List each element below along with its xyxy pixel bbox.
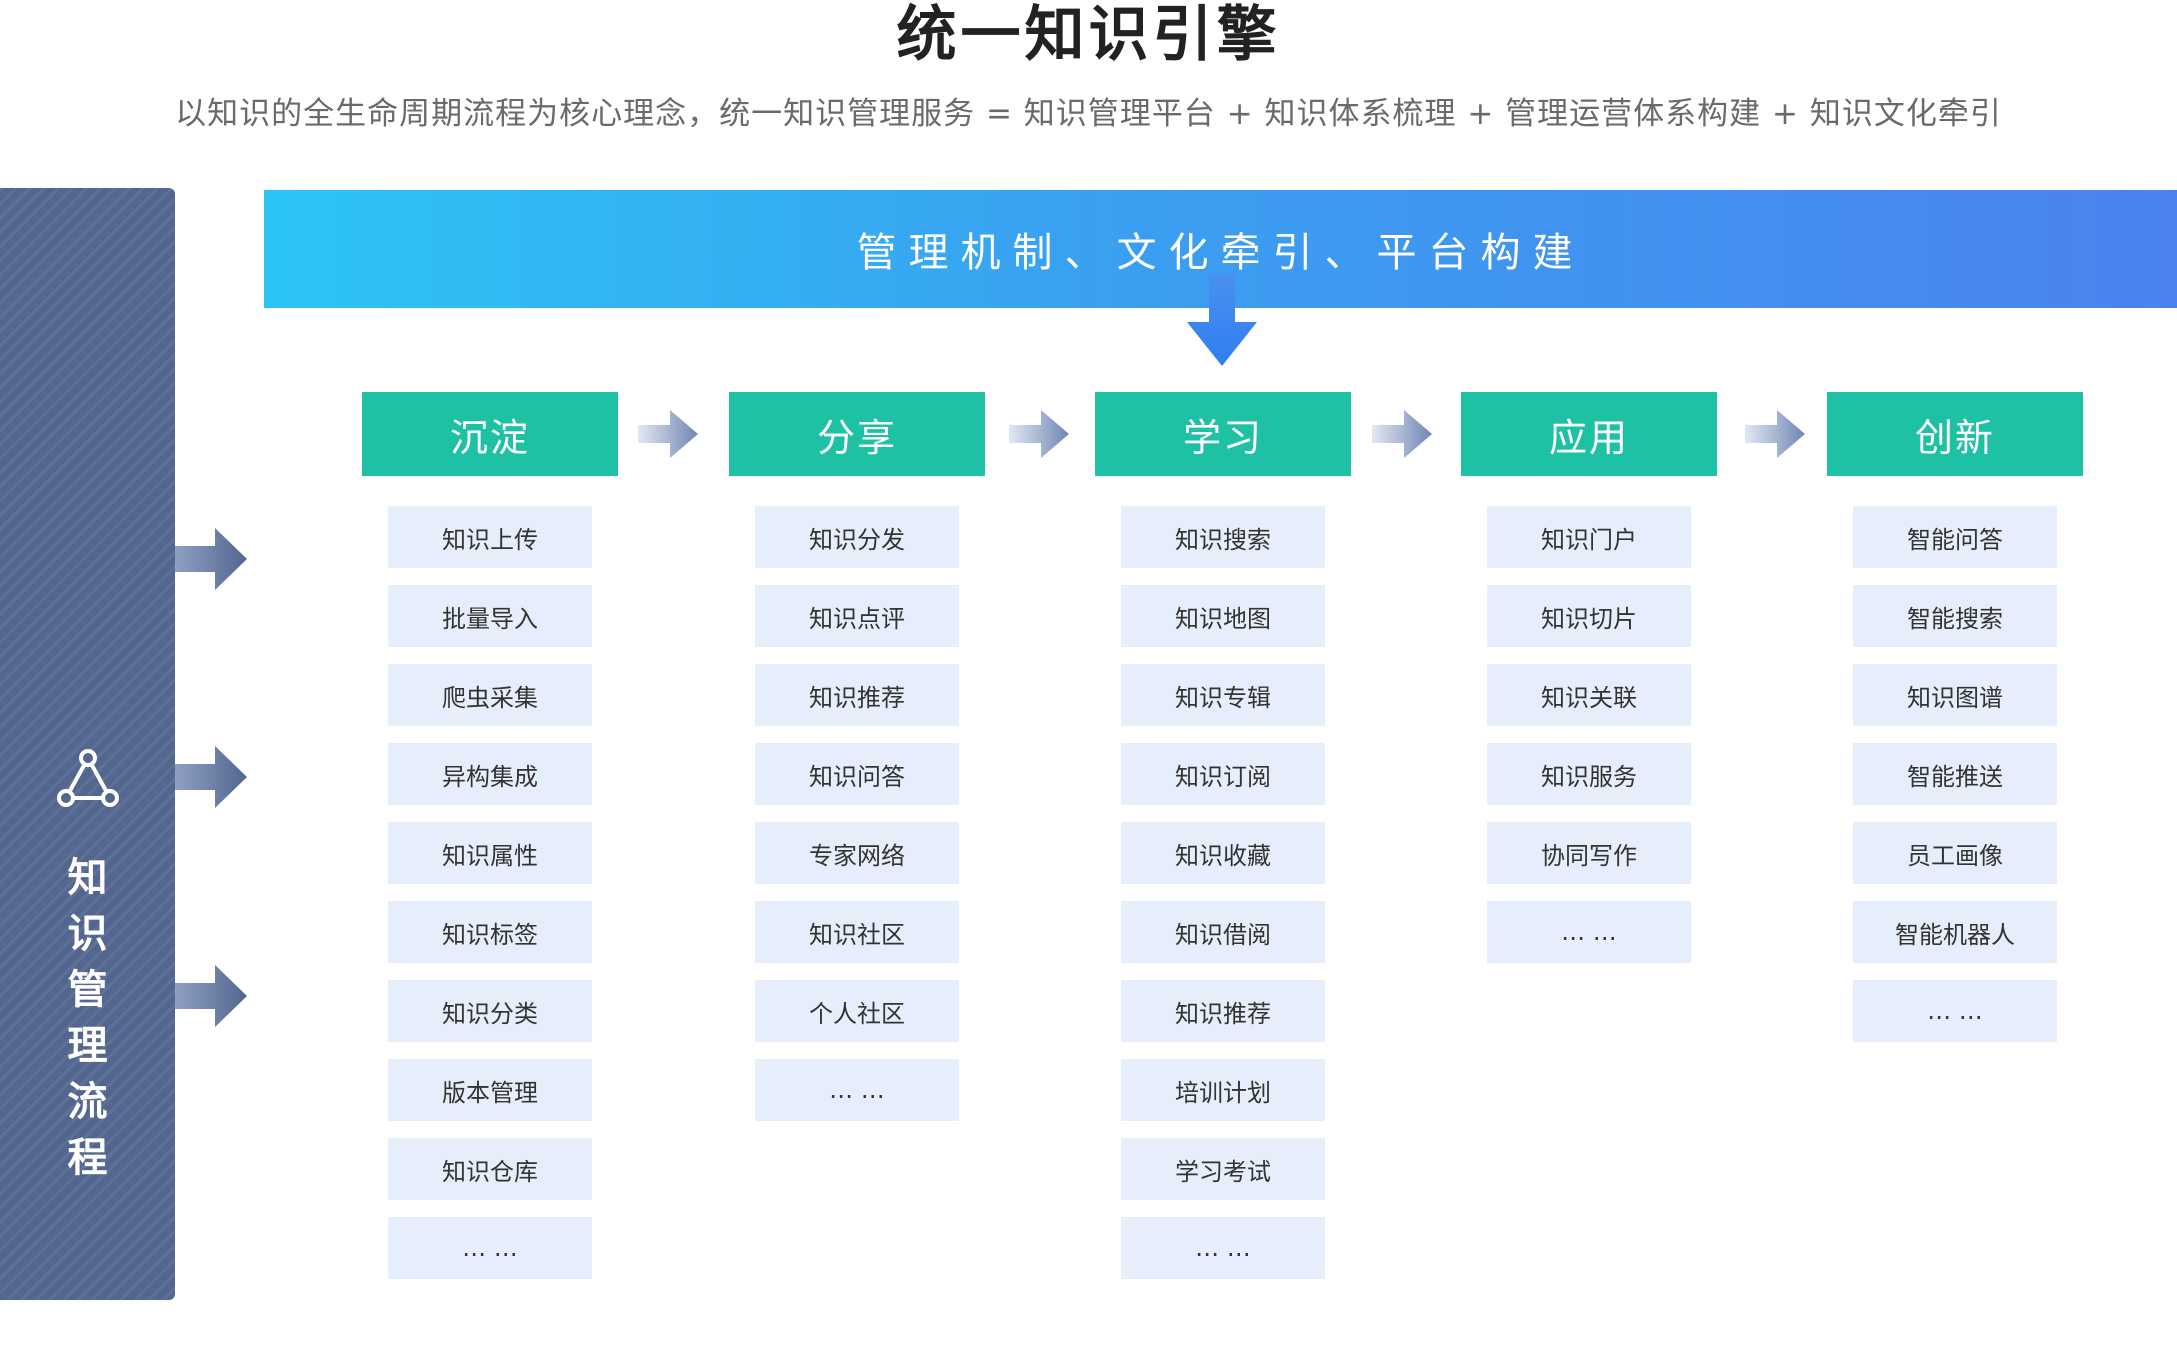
stage-item: 知识分发: [755, 506, 959, 568]
stage-item: 知识订阅: [1121, 743, 1325, 805]
stage-item: 培训计划: [1121, 1059, 1325, 1121]
stage-item: 版本管理: [388, 1059, 592, 1121]
stage-item-list: 知识搜索 知识地图 知识专辑 知识订阅 知识收藏 知识借阅 知识推荐 培训计划 …: [1121, 506, 1325, 1296]
stage-item: 知识图谱: [1853, 664, 2057, 726]
side-label-char: 管: [67, 967, 108, 1013]
stage-item: 智能机器人: [1853, 901, 2057, 963]
flow-arrow-icon: [1372, 410, 1432, 458]
side-label-char: 理: [67, 1023, 108, 1069]
stage-item: 知识推荐: [755, 664, 959, 726]
stage-item: … …: [1487, 901, 1691, 963]
triangle-nodes-icon: [57, 749, 119, 807]
stage-item: 智能搜索: [1853, 585, 2057, 647]
stage-item: 知识服务: [1487, 743, 1691, 805]
stage-item: 知识仓库: [388, 1138, 592, 1200]
stage-item: 知识上传: [388, 506, 592, 568]
stage-item: 知识推荐: [1121, 980, 1325, 1042]
stage-item: 知识标签: [388, 901, 592, 963]
knowledge-process-label: 知 识 管 理 流 程: [0, 850, 175, 1186]
stage-item-list: 知识分发 知识点评 知识推荐 知识问答 专家网络 知识社区 个人社区 … …: [755, 506, 959, 1138]
stage-item: 知识专辑: [1121, 664, 1325, 726]
stage-item: 知识点评: [755, 585, 959, 647]
page-subtitle: 以知识的全生命周期流程为核心理念，统一知识管理服务 = 知识管理平台 + 知识体…: [175, 96, 2002, 132]
stage-header: 沉淀: [362, 392, 618, 476]
stage-item: 知识问答: [755, 743, 959, 805]
flow-arrow-icon: [1745, 410, 1805, 458]
stage-item: … …: [755, 1059, 959, 1121]
side-label-char: 识: [67, 911, 108, 957]
stage-item: 知识门户: [1487, 506, 1691, 568]
stage-item: 个人社区: [755, 980, 959, 1042]
down-arrow-icon: [1187, 274, 1257, 366]
stage-item: 知识关联: [1487, 664, 1691, 726]
stage-item: 异构集成: [388, 743, 592, 805]
stage-header: 应用: [1461, 392, 1717, 476]
stage-item: 员工画像: [1853, 822, 2057, 884]
stage-item: … …: [388, 1217, 592, 1279]
stage-item: … …: [1853, 980, 2057, 1042]
stage-item: 知识搜索: [1121, 506, 1325, 568]
stage-item: … …: [1121, 1217, 1325, 1279]
side-arrow-icon: [175, 965, 247, 1027]
stage-item: 智能推送: [1853, 743, 2057, 805]
side-label-char: 流: [67, 1079, 108, 1125]
side-arrow-icon: [175, 528, 247, 590]
stage-item: 批量导入: [388, 585, 592, 647]
flow-arrow-icon: [1009, 410, 1069, 458]
stage-header: 创新: [1827, 392, 2083, 476]
stage-header: 分享: [729, 392, 985, 476]
stage-item: 智能问答: [1853, 506, 2057, 568]
side-arrow-icon: [175, 746, 247, 808]
stage-item-list: 知识上传 批量导入 爬虫采集 异构集成 知识属性 知识标签 知识分类 版本管理 …: [388, 506, 592, 1296]
stage-item-list: 智能问答 智能搜索 知识图谱 智能推送 员工画像 智能机器人 … …: [1853, 506, 2057, 1059]
page-title: 统一知识引擎: [896, 0, 1281, 70]
side-label-char: 知: [67, 855, 108, 901]
stage-item: 知识借阅: [1121, 901, 1325, 963]
stage-item: 知识分类: [388, 980, 592, 1042]
stage-item: 爬虫采集: [388, 664, 592, 726]
flow-arrow-icon: [638, 410, 698, 458]
knowledge-process-panel: 知 识 管 理 流 程: [0, 188, 175, 1300]
stage-item: 知识地图: [1121, 585, 1325, 647]
side-label-char: 程: [67, 1135, 108, 1181]
stage-item: 知识收藏: [1121, 822, 1325, 884]
stage-item: 知识社区: [755, 901, 959, 963]
management-banner: 管理机制、文化牵引、平台构建: [264, 190, 2177, 308]
stage-item: 专家网络: [755, 822, 959, 884]
stage-item: 知识切片: [1487, 585, 1691, 647]
banner-text: 管理机制、文化牵引、平台构建: [856, 230, 1585, 276]
stage-item: 协同写作: [1487, 822, 1691, 884]
stage-item-list: 知识门户 知识切片 知识关联 知识服务 协同写作 … …: [1487, 506, 1691, 980]
stage-item: 学习考试: [1121, 1138, 1325, 1200]
stage-item: 知识属性: [388, 822, 592, 884]
stage-header: 学习: [1095, 392, 1351, 476]
